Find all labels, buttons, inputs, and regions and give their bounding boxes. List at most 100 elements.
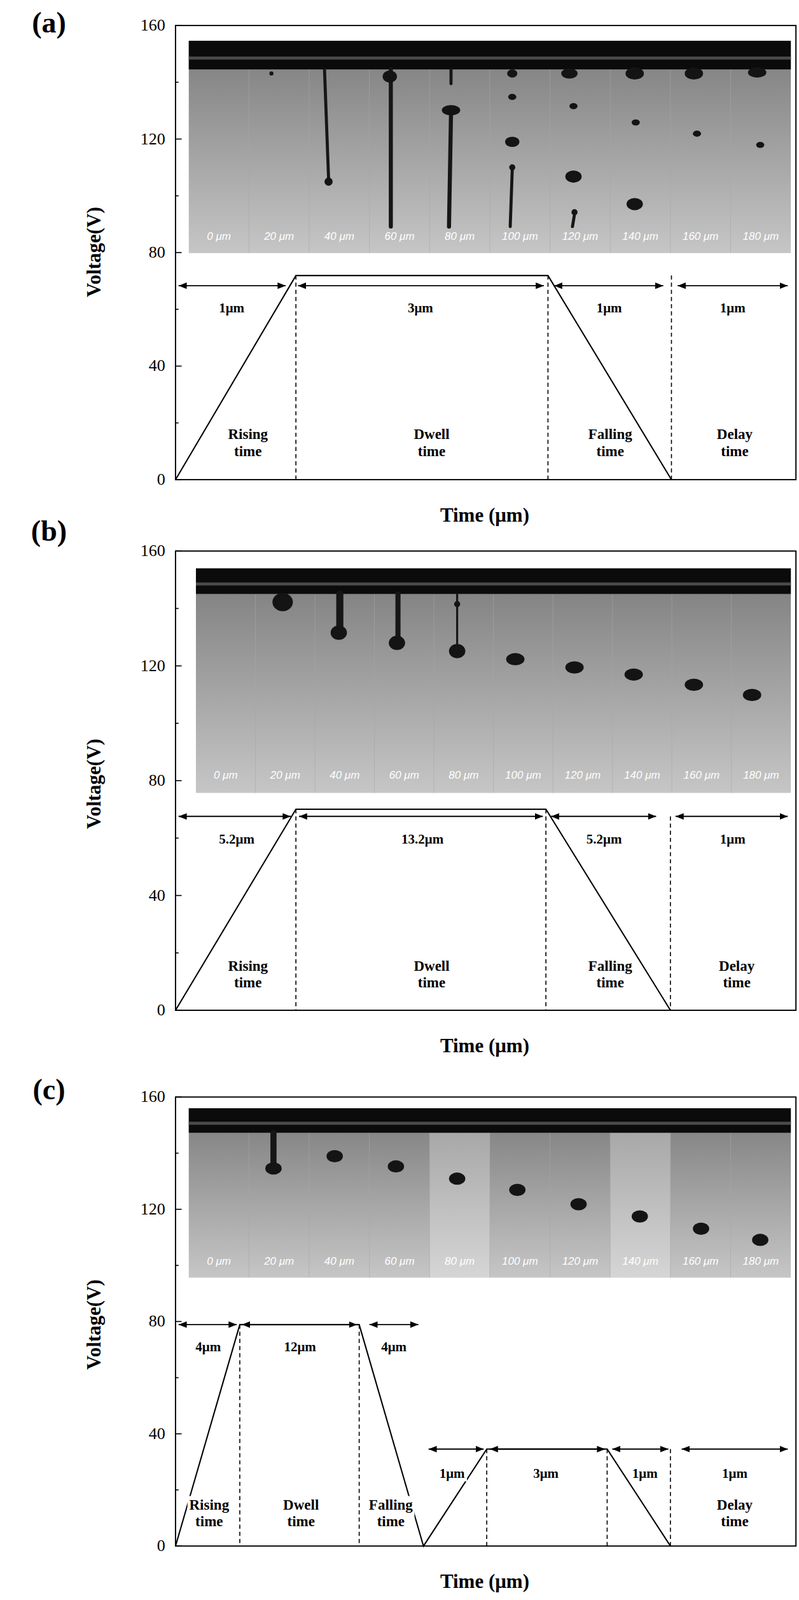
phase-divider — [295, 275, 297, 480]
plot-frame — [175, 550, 796, 1011]
frame-divider — [248, 69, 250, 254]
frame-divider — [309, 69, 310, 254]
ink-filament — [449, 111, 452, 227]
position-label: 80 μm — [444, 1255, 475, 1268]
plot-frame — [175, 25, 796, 480]
tick-label: 120 — [140, 129, 166, 149]
frame-divider — [314, 594, 316, 794]
duration-label: 1μm — [630, 1465, 660, 1482]
axis-tick — [175, 895, 182, 897]
position-label: 120 μm — [562, 230, 599, 244]
ink-droplet — [631, 119, 640, 126]
ink-droplet — [692, 1222, 710, 1235]
position-label: 180 μm — [743, 1255, 780, 1268]
ink-droplet — [508, 1183, 526, 1196]
frame-divider — [730, 1132, 731, 1279]
axis-tick — [175, 195, 179, 197]
duration-label: 12μm — [281, 1339, 318, 1355]
tick-label: 120 — [140, 656, 166, 676]
duration-arrow — [677, 284, 788, 287]
axis-tick — [175, 24, 182, 27]
frame-divider — [489, 1132, 490, 1279]
position-label: 40 μm — [324, 230, 355, 244]
phase-label: Dwell time — [411, 956, 452, 992]
axis-tick — [175, 1208, 182, 1210]
position-label: 0 μm — [206, 230, 231, 244]
ink-droplet — [565, 660, 584, 674]
duration-arrow — [369, 1323, 419, 1326]
ink-droplet — [626, 197, 644, 210]
position-label: 100 μm — [505, 769, 542, 782]
droplet-photo — [188, 40, 791, 254]
phase-label: Falling time — [367, 1495, 415, 1531]
tick-label: 0 — [157, 1000, 166, 1020]
frame-divider — [368, 1132, 370, 1279]
tick-label: 80 — [148, 243, 166, 263]
duration-arrow — [178, 815, 291, 817]
axis-tick — [175, 422, 179, 424]
duration-arrow — [611, 1448, 668, 1450]
plot-frame — [175, 1096, 796, 1546]
chart-panel — [175, 1096, 796, 1546]
phase-label: Rising time — [225, 425, 270, 461]
ink-droplet — [269, 71, 273, 76]
position-label: 180 μm — [743, 230, 780, 244]
frame-divider — [610, 69, 611, 254]
panel-letter: (b) — [31, 514, 67, 548]
phase-label: Delay time — [715, 1495, 755, 1531]
photo-ground — [188, 1108, 791, 1278]
frame-divider — [429, 69, 431, 254]
ink-droplet — [751, 1233, 769, 1246]
axis-tick — [175, 608, 179, 610]
tick-label: 80 — [148, 1311, 166, 1331]
frame-divider — [429, 1132, 431, 1279]
position-label: 140 μm — [622, 1255, 659, 1268]
panel-letter: (a) — [31, 5, 67, 40]
ink-filament — [324, 69, 329, 179]
droplet-photo — [188, 1108, 791, 1278]
phase-label: Delay time — [715, 425, 755, 461]
duration-arrow — [297, 284, 544, 287]
axis-tick — [175, 1152, 179, 1154]
axis-tick — [175, 1096, 182, 1098]
frame-divider — [552, 594, 554, 794]
duration-label: 1μm — [720, 1465, 750, 1482]
ink-droplet — [631, 1209, 649, 1223]
tick-label: 40 — [148, 356, 166, 376]
panel-letter: (c) — [32, 1071, 65, 1106]
phase-label: Dwell time — [281, 1495, 321, 1531]
ink-droplet — [508, 164, 516, 171]
ink-droplet — [570, 1197, 588, 1210]
phase-divider — [547, 275, 549, 480]
phase-divider — [239, 1324, 241, 1546]
ink-filament — [395, 594, 401, 639]
ink-droplet — [748, 67, 767, 78]
axis-tick — [175, 1433, 182, 1435]
ink-droplet — [506, 653, 525, 666]
ink-droplet — [442, 104, 461, 116]
droplet-photo — [195, 568, 791, 793]
phase-divider — [606, 1449, 609, 1546]
position-label: 40 μm — [329, 769, 360, 782]
frame-divider — [611, 594, 613, 794]
duration-arrow — [428, 1448, 485, 1450]
position-label: 100 μm — [501, 1255, 539, 1268]
frame-divider — [669, 1132, 671, 1279]
duration-label: 1μm — [718, 830, 748, 847]
phase-divider — [486, 1449, 488, 1546]
ink-droplet — [272, 592, 293, 612]
position-label: 100 μm — [501, 230, 539, 244]
ink-droplet — [330, 625, 348, 640]
ink-droplet — [388, 1160, 405, 1173]
axis-tick — [175, 550, 182, 552]
axis-title: Voltage(V) — [82, 206, 106, 298]
axis-tick — [175, 251, 182, 254]
duration-label: 1μm — [718, 300, 748, 317]
frame-divider — [489, 69, 490, 254]
frame-divider — [730, 69, 731, 254]
nozzle-edge — [188, 1121, 791, 1125]
frame-divider — [730, 594, 732, 794]
ink-droplet — [382, 70, 397, 83]
duration-label: 5.2μm — [216, 830, 257, 847]
duration-label: 1μm — [437, 1465, 467, 1482]
